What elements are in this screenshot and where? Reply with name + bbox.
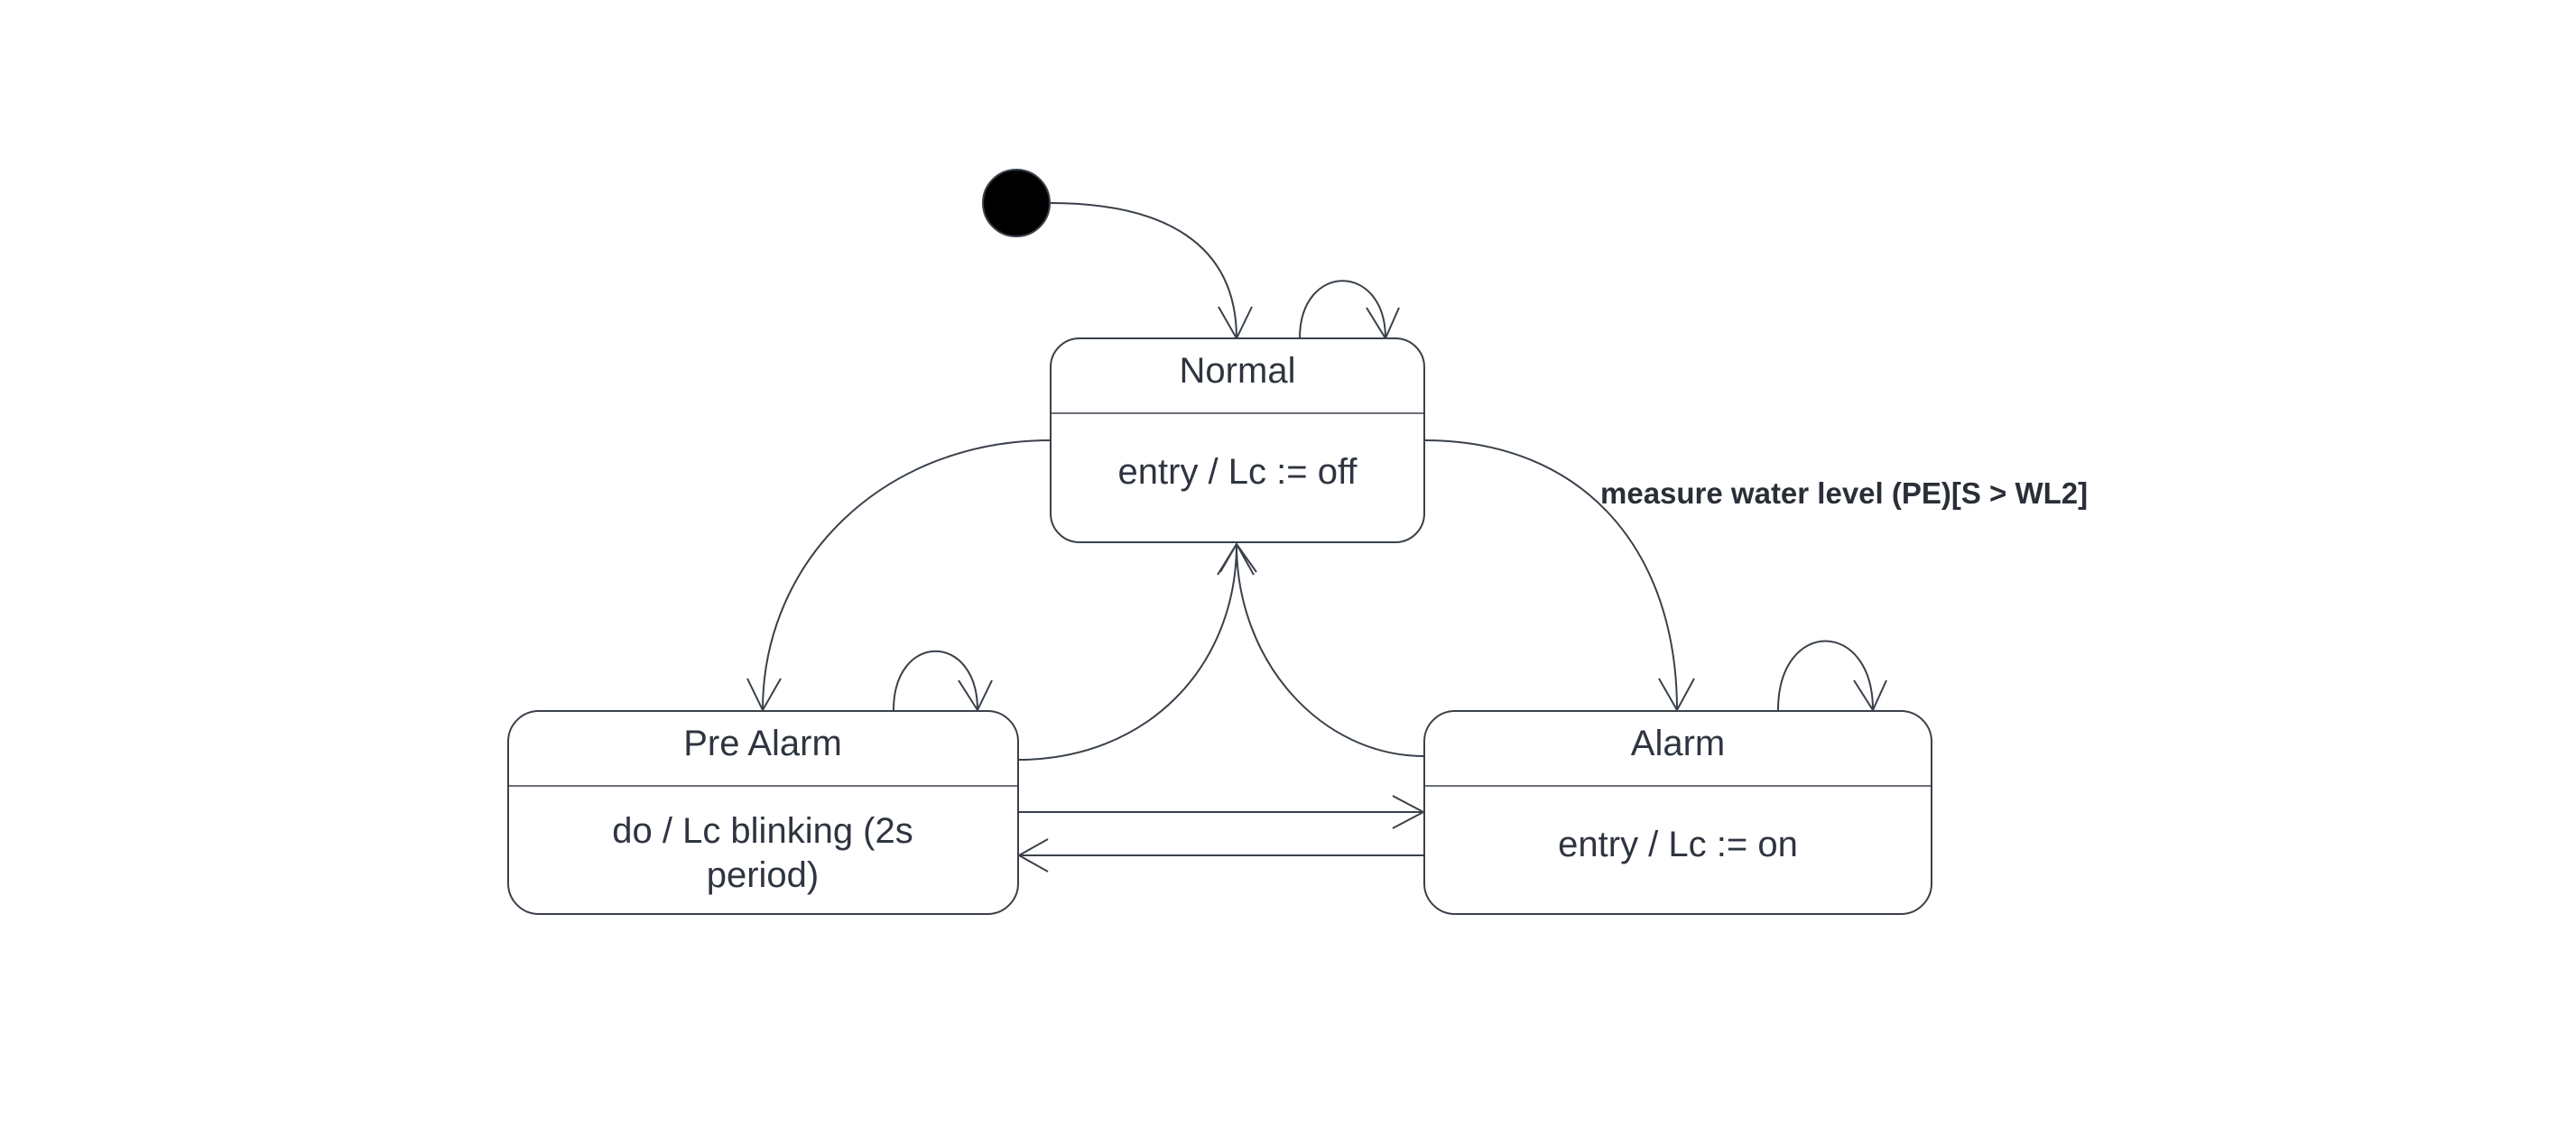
transition-normal-self-loop[interactable] <box>1299 280 1400 341</box>
state-alarm[interactable]: Alarm entry / Lc := on <box>1423 710 1932 915</box>
transition-label-normal-to-alarm: measure water level (PE)[S > WL2] <box>1600 476 2088 510</box>
transition-pre-alarm-to-normal[interactable] <box>1017 542 1255 761</box>
state-body-alarm: entry / Lc := on <box>1558 825 1798 864</box>
state-title-alarm: Alarm <box>1631 724 1725 763</box>
transition-initial-to-normal[interactable] <box>1049 202 1253 341</box>
state-title-normal: Normal <box>1180 351 1296 391</box>
transition-normal-to-pre-alarm[interactable] <box>746 439 1052 713</box>
state-body-pre-alarm-line2: period) <box>707 855 820 895</box>
transition-pre-alarm-to-alarm[interactable] <box>1018 795 1426 829</box>
state-body-normal: entry / Lc := off <box>1118 452 1358 492</box>
transition-alarm-self-loop[interactable] <box>1777 640 1887 713</box>
state-pre-alarm[interactable]: Pre Alarm do / Lc blinking (2s period) <box>507 710 1019 915</box>
transition-alarm-to-normal[interactable] <box>1219 542 1425 757</box>
state-normal[interactable]: Normal entry / Lc := off <box>1050 337 1425 543</box>
transition-alarm-to-pre-alarm[interactable] <box>1016 838 1424 873</box>
initial-node[interactable] <box>982 169 1051 237</box>
state-body-pre-alarm-line1: do / Lc blinking (2s <box>612 811 913 851</box>
transition-pre-alarm-self-loop[interactable] <box>893 650 993 713</box>
state-title-pre-alarm: Pre Alarm <box>683 724 842 763</box>
